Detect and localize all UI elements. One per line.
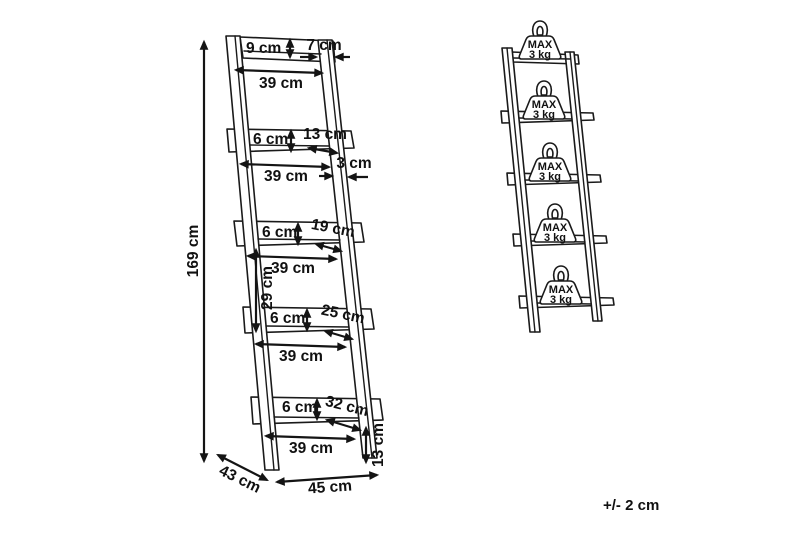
max-load-line2: 3 kg — [550, 294, 572, 306]
max-load-line1: MAX — [532, 99, 557, 111]
dim-shelf2-width: 39 cm — [238, 159, 332, 185]
weight-handle-hole — [551, 208, 559, 219]
dim-base-width: 45 cm — [274, 471, 380, 498]
dim-shelf5-width: 39 cm — [263, 431, 357, 457]
dimension-arrow — [233, 65, 325, 78]
dim-shelf3-lip: 6 cm — [262, 221, 303, 247]
dim-shelf3-width: 39 cm — [245, 251, 339, 277]
dim-frame-thickness: 3 cm — [319, 155, 372, 182]
dimension-arrow — [306, 145, 340, 156]
dimension-label: 6 cm — [253, 131, 288, 148]
dimension-arrow — [216, 454, 269, 481]
dimension-label: 3 cm — [336, 155, 371, 172]
weight-handle-hole — [536, 25, 544, 36]
dimension-arrow — [324, 418, 363, 432]
max-load-line1: MAX — [528, 39, 553, 51]
dim-shelf2-depth: 13 cm — [303, 126, 347, 156]
max-load-line2: 3 kg — [529, 49, 551, 61]
weight-handle-hole — [557, 270, 565, 281]
dim-shelf1-lip: 9 cm — [246, 37, 295, 60]
dimension-label: 43 cm — [216, 462, 263, 497]
max-load-line1: MAX — [543, 222, 568, 234]
dimension-arrow — [245, 251, 339, 264]
dimension-label: 6 cm — [262, 224, 297, 241]
dimension-label: 169 cm — [185, 225, 202, 278]
dimension-label: 39 cm — [289, 440, 333, 457]
shelf-surface-1 — [243, 50, 322, 55]
rail-right-edge-line — [326, 39, 373, 459]
dimension-arrow — [322, 328, 355, 342]
dimension-label: 13 cm — [303, 126, 347, 143]
weight-body — [522, 95, 566, 120]
dim-shelf2-lip: 6 cm — [253, 128, 296, 154]
dimension-label: 45 cm — [308, 477, 353, 497]
dim-shelf-gap: 29 cm — [251, 247, 276, 334]
dimension-view: 169 cm 9 cm 7 cm 39 cm 6 cm 13 cm 39 cm — [185, 35, 387, 498]
dim-frame-top-depth: 7 cm — [300, 37, 350, 62]
rail-right-edge-line — [569, 51, 599, 322]
max-weight-icon: MAX 3 kg — [518, 20, 562, 61]
max-load-line2: 3 kg — [539, 171, 561, 183]
dimension-label: 9 cm — [246, 40, 281, 57]
dim-base-depth: 43 cm — [216, 454, 269, 497]
dimension-label: 7 cm — [306, 37, 341, 54]
dim-base-clearance: 13 cm — [361, 423, 387, 467]
load-capacity-view: MAX 3 kg MAX 3 kg MAX 3 kg MAX 3 kg — [500, 20, 615, 333]
dimension-label: 39 cm — [264, 168, 308, 185]
max-weight-icon: MAX 3 kg — [539, 265, 583, 306]
rail-left-edge-line — [506, 47, 536, 333]
max-weight-icon: MAX 3 kg — [522, 80, 566, 121]
max-load-line1: MAX — [538, 161, 563, 173]
weight-body — [518, 35, 562, 60]
max-load-line2: 3 kg — [544, 232, 566, 244]
dimension-arrow — [313, 241, 344, 254]
dimension-label: 39 cm — [259, 75, 303, 92]
dimension-label: 13 cm — [370, 423, 387, 467]
max-load-line1: MAX — [549, 284, 574, 296]
max-load-line2: 3 kg — [533, 109, 555, 121]
weight-body — [533, 218, 577, 243]
weight-body — [539, 280, 583, 305]
dimension-arrow — [274, 471, 380, 486]
dimension-label: 39 cm — [271, 260, 315, 277]
dimension-label: 29 cm — [259, 266, 276, 310]
dim-shelf1-width: 39 cm — [233, 65, 325, 92]
weight-handle-hole — [540, 85, 548, 96]
dimension-label: 39 cm — [279, 348, 323, 365]
tolerance-note: +/- 2 cm — [603, 497, 659, 514]
dim-shelf4-lip: 6 cm — [270, 307, 312, 333]
dim-total-height: 169 cm — [185, 39, 209, 464]
dim-shelf5-lip: 6 cm — [282, 397, 322, 422]
dimension-label: 6 cm — [282, 399, 317, 416]
max-weight-icon: MAX 3 kg — [533, 203, 577, 244]
weight-handle-hole — [546, 147, 554, 158]
max-weight-icon: MAX 3 kg — [528, 142, 572, 183]
weight-body — [528, 157, 572, 182]
dimension-arrow — [238, 159, 332, 172]
dimension-arrow — [253, 339, 348, 352]
dimension-label: 6 cm — [270, 310, 305, 327]
dimension-arrow — [263, 431, 357, 444]
dim-shelf4-width: 39 cm — [253, 339, 348, 365]
